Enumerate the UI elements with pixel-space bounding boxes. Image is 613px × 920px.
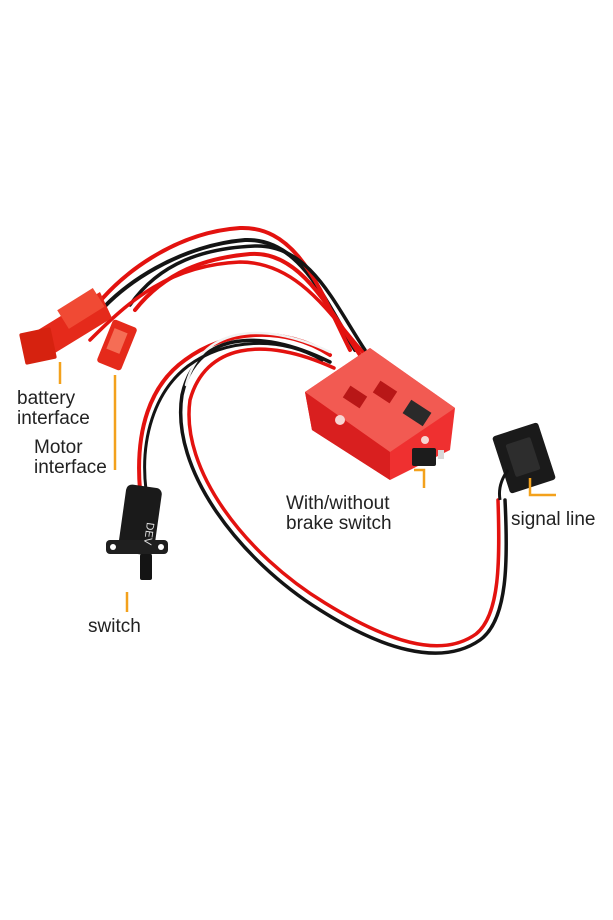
brake-label-line1: With/without: [286, 493, 390, 514]
motor-connector: [97, 319, 137, 371]
battery-label-line1: battery: [17, 388, 76, 409]
signal-line-label: signal line: [511, 509, 596, 530]
esc-circuit-board: [305, 348, 455, 480]
brake-label-line2: brake switch: [286, 513, 392, 534]
switch-label: switch: [88, 616, 141, 637]
signal-and-switch-wires: [137, 331, 509, 655]
switch-marking-text: DEV: [141, 522, 156, 547]
battery-interface-label: battery interface: [17, 389, 90, 429]
main-wire-bundle: [80, 225, 370, 360]
signal-connector: [492, 422, 556, 501]
battery-label-line2: interface: [17, 408, 90, 429]
motor-label-line2: interface: [34, 457, 107, 478]
battery-connector: [19, 288, 112, 365]
callout-pointers: [58, 362, 556, 612]
power-switch: DEV: [106, 484, 168, 580]
motor-interface-label: Motor interface: [34, 438, 107, 478]
brake-switch-label: With/without brake switch: [286, 494, 392, 534]
motor-label-line1: Motor: [34, 437, 83, 458]
